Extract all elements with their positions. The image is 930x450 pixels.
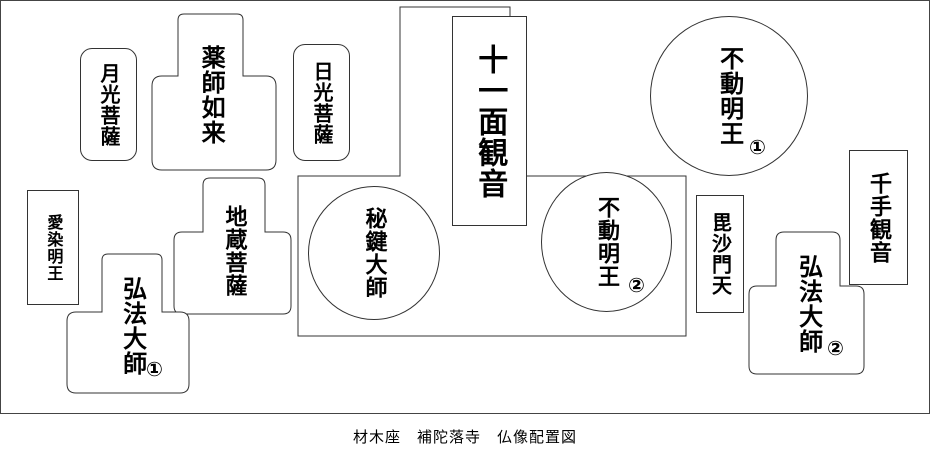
fudo1-label: 不動明王: [715, 46, 744, 146]
gakko-label: 月光菩薩: [97, 62, 121, 147]
statue-hiken-daishi: 秘鍵大師: [308, 186, 440, 320]
statue-juichimen-kannon: 十一面観音: [452, 16, 527, 226]
kobo1-number: ①: [146, 357, 163, 381]
statue-nikko-bosatsu: 日光菩薩: [293, 44, 350, 161]
aizen-label: 愛染明王: [44, 213, 64, 282]
jizo-label: 地蔵菩薩: [221, 205, 247, 297]
statue-aizen-myoo: 愛染明王: [27, 190, 79, 305]
fudo2-number: ②: [628, 273, 645, 297]
jizo-pedestal-outline: [173, 177, 292, 315]
kobo2-number: ②: [827, 336, 844, 360]
kobo2-pedestal-outline: [748, 231, 865, 375]
statue-bishamonten: 毘沙門天: [696, 195, 744, 313]
bishamon-label: 毘沙門天: [708, 212, 733, 296]
altar-outlines: [66, 6, 865, 394]
kobo2-label: 弘法大師: [794, 254, 823, 354]
fudo1-number: ①: [749, 135, 766, 159]
statue-fudo-myoo-2: 不動明王 ②: [541, 172, 672, 312]
diagram-caption: 材木座 補陀落寺 仏像配置図: [352, 428, 577, 446]
senju-label: 千手観音: [866, 171, 892, 264]
fudo2-label: 不動明王: [594, 196, 620, 288]
kobo1-pedestal-outline: [66, 253, 190, 394]
yakushi-pedestal-outline: [151, 13, 277, 171]
yakushi-label: 薬師如来: [197, 45, 226, 145]
statue-kobo-daishi-2: 弘法大師: [776, 240, 840, 368]
hiken-label: 秘鍵大師: [361, 207, 387, 299]
statue-fudo-myoo-1: 不動明王 ①: [650, 16, 808, 176]
statue-gakko-bosatsu: 月光菩薩: [80, 48, 137, 161]
nikko-label: 日光菩薩: [310, 60, 334, 145]
juichimen-label: 十一面観音: [472, 43, 508, 199]
kobo1-label: 弘法大師: [118, 276, 147, 376]
statue-yakushi-nyorai: 薬師如来: [178, 30, 243, 160]
statue-jizo-bosatsu: 地蔵菩薩: [203, 192, 265, 310]
statue-kobo-daishi-1: 弘法大師: [102, 262, 162, 390]
statue-senju-kannon: 千手観音: [849, 150, 908, 285]
